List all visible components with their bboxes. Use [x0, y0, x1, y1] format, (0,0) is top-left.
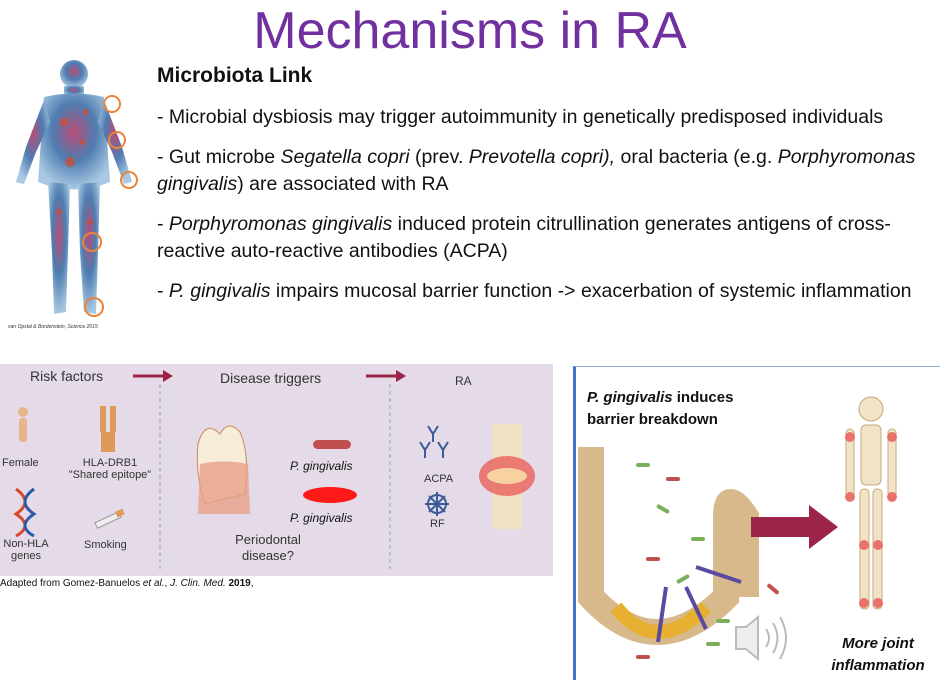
bullet-item: - Microbial dysbiosis may trigger autoim… [157, 106, 884, 128]
cigarette-icon [94, 508, 125, 529]
label-pg-2: P. gingivalis [290, 511, 353, 525]
rf-complex-icon [425, 492, 449, 516]
antibody-icon [419, 425, 449, 458]
bullet-item: - P. gingivalis impairs mucosal barrier … [157, 279, 912, 302]
label-smoking: Smoking [84, 539, 127, 551]
big-arrow-icon [751, 505, 838, 549]
bacterium-large-icon [303, 487, 357, 503]
section-heading: Microbiota Link [157, 64, 313, 87]
bacterium-small-icon [313, 440, 351, 449]
label-disease-triggers: Disease triggers [220, 370, 322, 386]
label-female: Female [2, 457, 39, 469]
invasion-arrows [656, 565, 742, 643]
dna-icon [13, 487, 37, 538]
joint-icon [479, 424, 535, 529]
gut-epithelium-graphics [578, 396, 897, 662]
image-credit: van Opstal & Bordenstein, Science 2015 [8, 324, 98, 330]
bullet-item: - Gut microbe Segatella copri (prev. Pre… [157, 145, 916, 196]
speaker-icon [735, 614, 787, 662]
skeleton-icon [845, 396, 897, 610]
ra-pathway-figure: Risk factors Disease triggers RA Female … [0, 364, 553, 576]
page-title: Mechanisms in RA [253, 2, 687, 60]
label-acpa: ACPA [424, 473, 454, 485]
female-icon [18, 407, 28, 442]
tooth-icon [196, 425, 250, 514]
inflamed-joints [845, 432, 897, 608]
pathway-graphics [13, 370, 535, 569]
label-hla: HLA-DRB1"Shared epitope" [68, 457, 152, 481]
bullet-list: - Microbial dysbiosis may trigger autoim… [157, 104, 927, 317]
label-risk-factors: Risk factors [30, 368, 104, 384]
label-ra: RA [455, 374, 472, 388]
hla-molecule-icon [100, 406, 116, 452]
label-rf: RF [430, 518, 445, 530]
label-pg-1: P. gingivalis [290, 459, 353, 473]
human-body-microbiome-image [16, 60, 138, 317]
bullet-item: - Porphyromonas gingivalis induced prote… [157, 212, 891, 263]
bacteria-cluster [636, 463, 779, 659]
figure-citation: Adapted from Gomez-Banuelos et al., J. C… [0, 578, 254, 589]
